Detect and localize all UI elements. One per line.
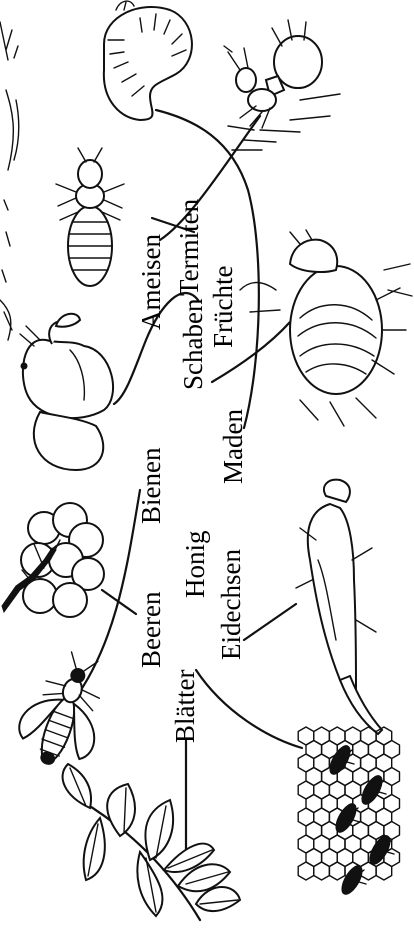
honeycomb-cell xyxy=(298,862,314,880)
leaves-icon xyxy=(63,764,240,920)
word-bienen: Bienen xyxy=(136,447,166,524)
word-labels: Blätter Beeren Bienen Honig Eidechsen Sc… xyxy=(136,198,248,743)
word-honig: Honig xyxy=(180,531,210,599)
line-eidechsen-lizard xyxy=(244,604,296,640)
word-eidechsen: Eidechsen xyxy=(216,549,246,660)
word-maden: Maden xyxy=(218,409,248,484)
termite-icon xyxy=(56,148,124,286)
word-beeren: Beeren xyxy=(136,591,166,668)
word-schaben: Schaben xyxy=(178,298,208,390)
honeycomb-cell xyxy=(314,862,330,880)
honeycomb-cell xyxy=(376,862,392,880)
honeycomb-bees-icon xyxy=(298,727,399,897)
honeycomb-cell xyxy=(329,862,345,880)
word-termiten: Termiten xyxy=(174,198,204,296)
word-fruechte: Früchte xyxy=(208,266,238,348)
wasp-icon xyxy=(10,644,121,777)
line-beeren-berries xyxy=(102,590,136,614)
partial-drawing-top-left xyxy=(0,22,19,340)
word-ameisen: Ameisen xyxy=(136,234,166,330)
word-blaetter: Blätter xyxy=(170,670,200,743)
line-honig-honeycomb xyxy=(196,670,302,748)
fruit-icon xyxy=(20,314,113,470)
lizard-icon xyxy=(296,480,382,734)
beetle-larva-icon xyxy=(104,1,192,120)
cockroach-icon xyxy=(240,230,412,426)
ant-icon xyxy=(224,20,340,150)
berries-icon xyxy=(2,503,104,617)
